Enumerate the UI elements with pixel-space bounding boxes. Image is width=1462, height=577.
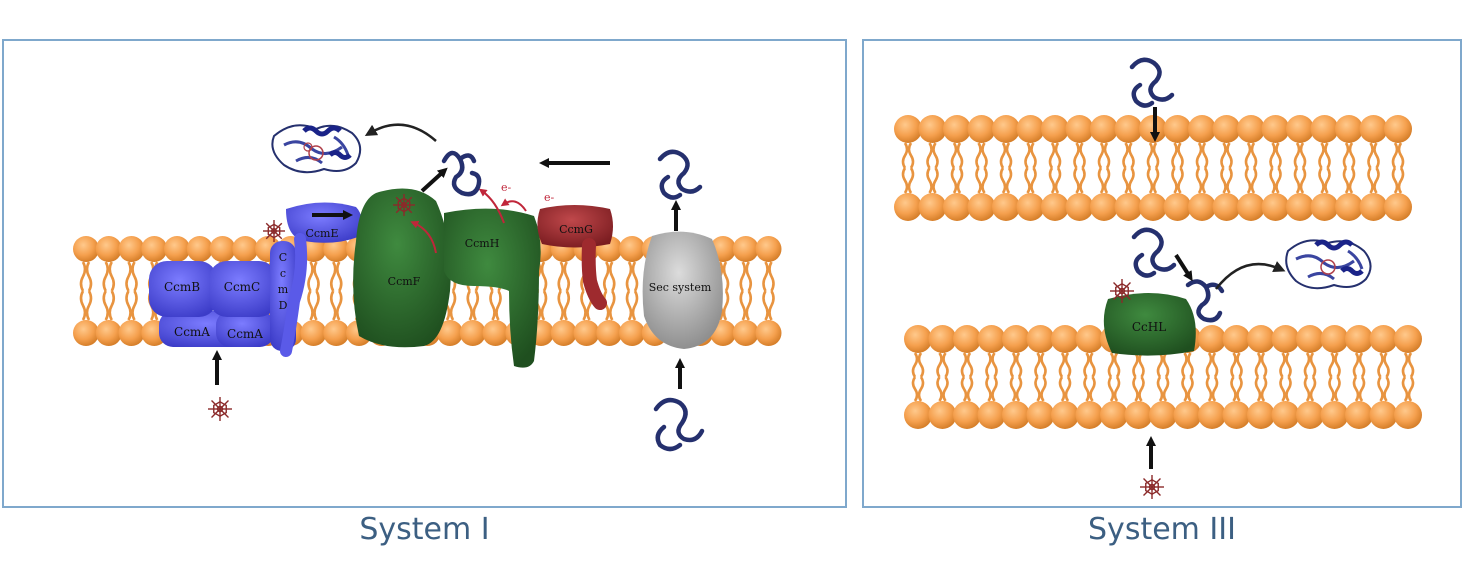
electron-transfer-arrows: e- e- — [410, 181, 555, 254]
ccmH-label: CcmH — [465, 237, 500, 250]
ccmB-shape — [149, 261, 217, 317]
ccmD-letter-4: D — [279, 299, 288, 312]
flow-arrows — [212, 123, 685, 389]
heme-icon — [1140, 475, 1164, 499]
heme-icon — [1110, 279, 1134, 303]
apocytochrome-chain-icon — [1131, 227, 1177, 278]
system-iii-panel: CcHL — [862, 39, 1462, 508]
ccmC-shape — [209, 261, 277, 317]
heme-icon — [263, 220, 285, 242]
ccmF-protein: CcmF — [353, 188, 451, 348]
ccmE-label: CcmE — [305, 227, 338, 240]
ccmH-protein: CcmH — [444, 208, 541, 368]
ccmD-letter-1: C — [279, 251, 287, 264]
sec-system-label: Sec system — [649, 281, 712, 294]
system-i-panel: CcmB CcmC CcmA CcmA C c m D CcmE CcmF Cc… — [2, 39, 847, 508]
ccmF-label: CcmF — [388, 275, 421, 288]
cchl-protein: CcHL — [1103, 293, 1196, 356]
system-iii-caption: System III — [1088, 512, 1236, 547]
ccmD-letter-3: m — [278, 283, 289, 296]
ccmA-label-right: CcmA — [227, 327, 263, 341]
ccmD-letter-2: c — [280, 267, 286, 280]
apocytochrome-chain-icon — [653, 397, 705, 452]
holocytochrome-c-icon — [1285, 239, 1372, 290]
ccmG-protein: CcmG — [537, 205, 613, 310]
heme-icon — [393, 194, 415, 216]
sec-system: Sec system — [642, 231, 723, 349]
ccmE-protein: CcmE — [280, 202, 362, 357]
apocytochrome-chain-icon — [657, 149, 703, 200]
ccmC-label: CcmC — [224, 280, 260, 294]
electron-label-2: e- — [501, 181, 512, 194]
heme-icon — [208, 397, 232, 421]
cchl-label: CcHL — [1132, 320, 1166, 334]
ccm-abcd-complex: CcmB CcmC CcmA CcmA C c m D — [149, 241, 296, 351]
electron-label-1: e- — [544, 191, 555, 204]
system-i-diagram: CcmB CcmC CcmA CcmA C c m D CcmE CcmF Cc… — [73, 123, 782, 452]
ccmG-label: CcmG — [559, 223, 593, 236]
ccmA-right — [216, 311, 274, 347]
apocytochrome-chain-icon — [1185, 279, 1225, 323]
ccmB-label: CcmB — [164, 280, 200, 294]
apocytochrome-chain-icon — [441, 150, 482, 197]
apocytochrome-chain-icon — [1129, 57, 1175, 108]
ccmA-label-left: CcmA — [174, 325, 210, 339]
system-i-caption: System I — [359, 512, 490, 547]
system-iii-diagram: CcHL — [894, 57, 1422, 499]
holocytochrome-c-icon — [271, 124, 362, 174]
flow-arrows — [1146, 107, 1286, 469]
